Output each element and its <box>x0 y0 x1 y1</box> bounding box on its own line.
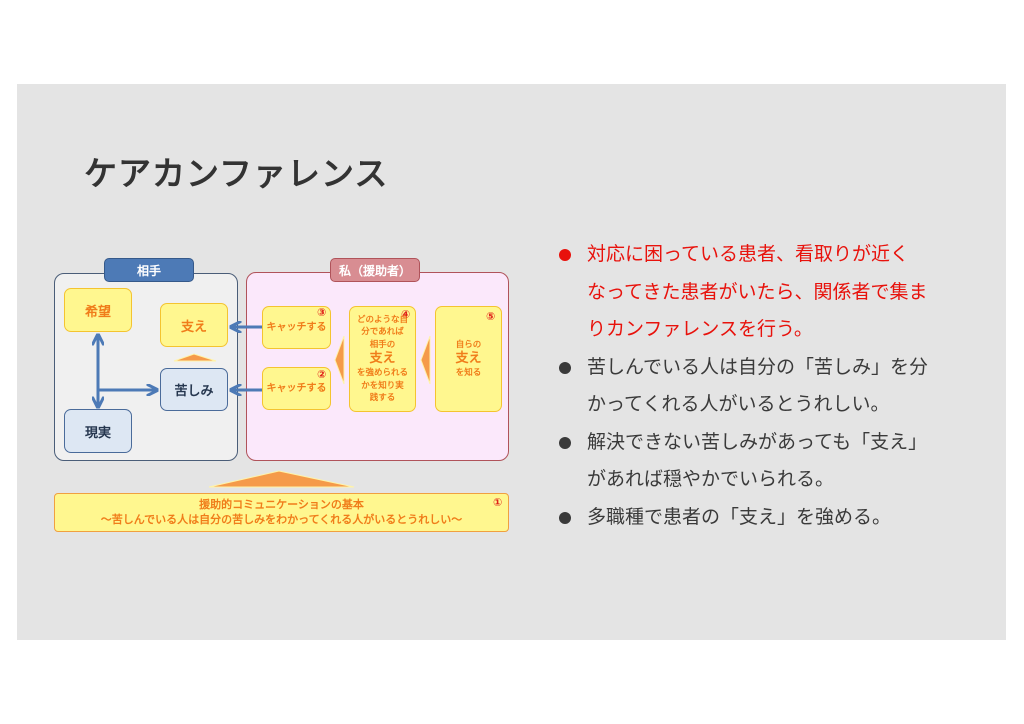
step-number-4: ④ <box>401 308 411 321</box>
bullet-item: 多職種で患者の「支え」を強める。 <box>559 499 979 537</box>
foundation-title: 援助的コミュニケーションの基本 <box>199 498 364 511</box>
bullet-line: 苦しんでいる人は自分の「苦しみ」を分 <box>587 355 929 378</box>
bullet-line: 多職種で患者の「支え」を強める。 <box>587 505 892 528</box>
foundation-subtitle: ～苦しんでいる人は自分の苦しみをわかってくれる人がいるとうれしい～ <box>100 513 463 526</box>
bullet-dot-icon <box>559 511 571 524</box>
bullet-item: 苦しんでいる人は自分の「苦しみ」を分 かってくれる人がいるとうれしい。 <box>559 349 979 424</box>
reality-box: 現実 <box>64 409 132 453</box>
practice-box-4: どのような自 分であれば 相手の 支え を強められる かを知り実 践する <box>349 306 416 412</box>
practice-line-2: 分であれば <box>361 327 404 337</box>
know-line-3: を知る <box>455 368 482 378</box>
practice-line-6: かを知り実 <box>361 380 404 391</box>
practice-line-1: どのような自 <box>356 314 408 325</box>
practice-line-7: 践する <box>369 393 396 403</box>
support-label: 支え <box>180 319 207 335</box>
bullet-line: 解決できない苦しみがあっても「支え」 <box>587 430 928 453</box>
practice-line-5: を強められる <box>356 368 408 378</box>
slide-title: ケアカンファレンス <box>84 154 389 193</box>
practice-line-3: 相手の <box>369 339 396 350</box>
bullet-line: りカンファレンスを行う。 <box>587 318 813 340</box>
bullet-line: なってきた患者がいたら、関係者で集ま <box>587 280 928 303</box>
catch-box-2: キャッチする <box>262 367 331 410</box>
step-number-1: ① <box>493 496 503 509</box>
hope-box: 希望 <box>64 288 132 332</box>
know-line-2: 支え <box>455 351 482 366</box>
suffering-box: 苦しみ <box>160 368 228 411</box>
reality-label: 現実 <box>84 425 111 441</box>
foundation-triangle <box>208 470 355 488</box>
catch-box-3: キャッチする <box>262 306 331 349</box>
foundation-box: 援助的コミュニケーションの基本 ～苦しんでいる人は自分の苦しみをわかってくれる人… <box>54 493 509 532</box>
partner-panel-label: 相手 <box>104 258 194 282</box>
support-box: 支え <box>160 303 228 347</box>
step-number-3: ③ <box>317 306 327 319</box>
hope-label: 希望 <box>84 304 111 320</box>
bullet-list: 対応に困っている患者、看取りが近く なってきた患者がいたら、関係者で集ま りカン… <box>559 236 979 536</box>
slide: ケアカンファレンス 相手 希望 支え 苦しみ 現実 私（援助者） キャッチする … <box>17 84 1006 640</box>
bullet-dot-icon <box>559 361 571 374</box>
bullet-dot-icon <box>559 249 571 261</box>
bullet-item: 解決できない苦しみがあっても「支え」 があれば穏やかでいられる。 <box>559 424 979 499</box>
bullet-line: 対応に困っている患者、看取りが近く <box>587 243 910 265</box>
step-number-2: ② <box>317 368 327 381</box>
bullet-line: かってくれる人がいるとうれしい。 <box>587 393 890 415</box>
catch-label-3: キャッチする <box>266 321 327 333</box>
catch-label-2: キャッチする <box>266 382 327 394</box>
bullet-item: 対応に困っている患者、看取りが近く なってきた患者がいたら、関係者で集ま りカン… <box>559 236 979 349</box>
bullet-dot-icon <box>559 436 571 449</box>
step-number-5: ⑤ <box>486 310 496 323</box>
know-line-1: 自らの <box>455 339 482 350</box>
suffering-label: 苦しみ <box>174 384 214 399</box>
practice-line-4: 支え <box>369 351 396 366</box>
know-box-5: 自らの 支え を知る <box>435 306 502 412</box>
bullet-line: があれば穏やかでいられる。 <box>587 468 835 490</box>
helper-panel-label: 私（援助者） <box>330 258 420 282</box>
